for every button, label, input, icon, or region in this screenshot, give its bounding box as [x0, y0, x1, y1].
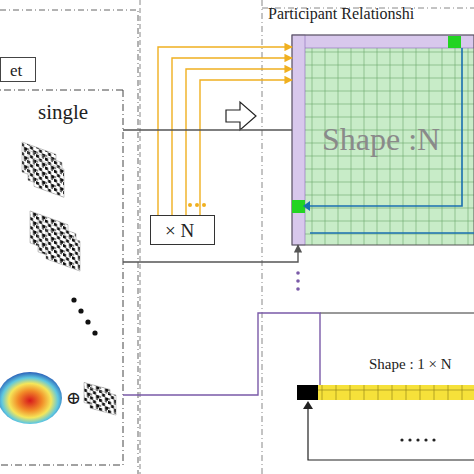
single-group: single — [0, 90, 123, 465]
bar-head-cell — [297, 385, 318, 400]
leader-line — [320, 313, 474, 314]
blue-leader — [310, 232, 474, 234]
ellipsis-dots — [71, 297, 97, 335]
block-arrow — [226, 102, 256, 130]
relationship-matrix: Participant RelationshiShape :N — [292, 35, 474, 245]
ellipsis-dots — [296, 271, 300, 291]
ellipsis-dots — [188, 203, 206, 207]
panel-divider — [262, 0, 263, 474]
highlight-cell — [448, 36, 461, 48]
node-heading: Participant Relationshi — [268, 6, 414, 22]
operator-symbol: ⊕ — [66, 389, 81, 407]
node-heading: × N — [165, 221, 194, 240]
return-line — [308, 408, 474, 460]
repeat-box: × N — [150, 215, 215, 245]
ellipsis-dots — [400, 438, 435, 441]
arrow-head — [303, 201, 310, 211]
matrix-stack — [22, 142, 64, 197]
heatmap — [0, 372, 62, 424]
node-heading: et — [10, 62, 22, 79]
vector-line — [123, 313, 320, 395]
grid-border — [292, 35, 474, 245]
repeat-arrow — [186, 69, 292, 215]
grid-header-row — [292, 35, 474, 48]
repeat-arrow — [172, 58, 292, 215]
panel-divider — [140, 0, 141, 474]
highlight-cell — [292, 200, 305, 213]
feature-line — [123, 129, 292, 130]
node-heading: Shape : 1 × N — [369, 357, 452, 372]
grid-header-col — [292, 35, 305, 245]
vector-bar — [297, 385, 474, 400]
repeat-arrow — [158, 47, 292, 215]
blue-leader — [310, 48, 462, 206]
matrix-stack — [84, 383, 116, 416]
feature-arrow — [123, 245, 298, 262]
relationship-grid — [292, 35, 474, 245]
feature-vector: Shape : 1 × N — [297, 385, 474, 400]
node-heading: single — [38, 102, 88, 123]
arrow-head — [303, 401, 313, 409]
matrix-stack — [30, 211, 80, 271]
repeat-arrow — [200, 80, 292, 215]
dataset-tab: et — [0, 57, 36, 82]
node-body: Shape :N — [322, 123, 440, 155]
